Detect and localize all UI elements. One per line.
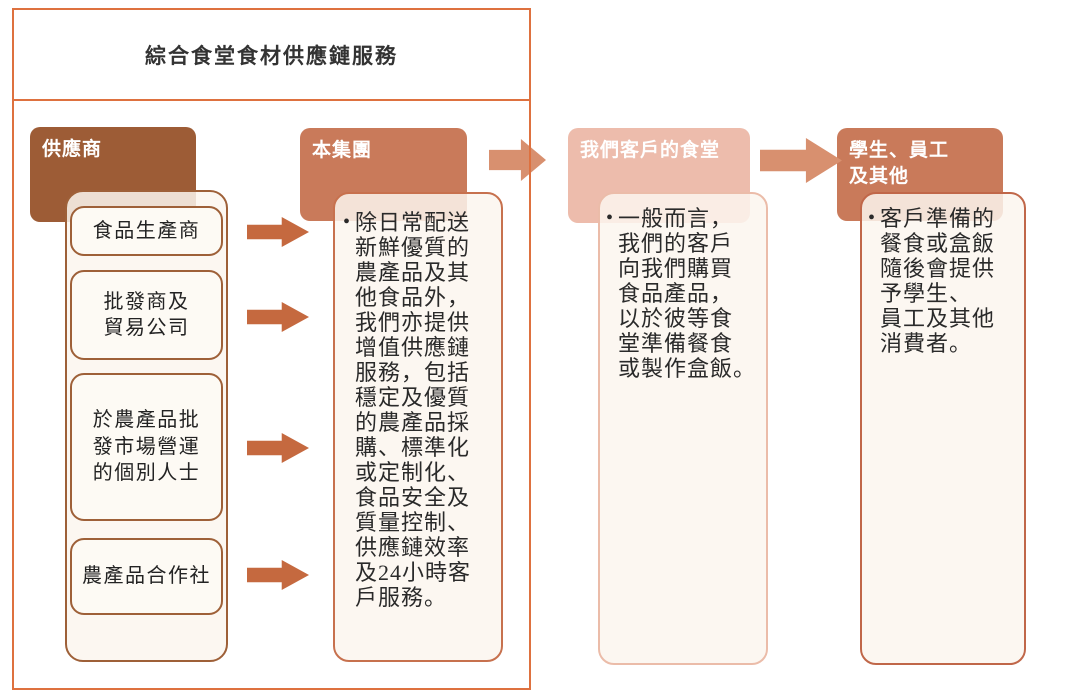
- supplier-item: 批發商及 貿易公司: [70, 270, 223, 360]
- diagram-title: 綜合食堂食材供應鏈服務: [145, 44, 398, 68]
- title-bar: 綜合食堂食材供應鏈服務: [14, 10, 529, 101]
- consumers-note-text: 客戶準備的 餐食或盒飯 隨後會提供 予學生、 員工及其他 消費者。: [880, 206, 996, 356]
- consumers-note-box: • 客戶準備的 餐食或盒飯 隨後會提供 予學生、 員工及其他 消費者。: [860, 192, 1026, 665]
- supplier-item: 食品生產商: [70, 206, 223, 256]
- supplier-item-label: 農產品合作社: [82, 565, 211, 588]
- bullet-icon: •: [343, 211, 351, 233]
- bullet-icon: •: [868, 207, 876, 229]
- supplier-arrow-icon: [247, 433, 309, 463]
- group-to-canteen-arrow-icon: [489, 139, 546, 181]
- canteen-to-consumer-arrow-icon: [760, 138, 842, 183]
- bullet-icon: •: [606, 207, 614, 229]
- supplier-item: 農產品合作社: [70, 538, 223, 615]
- supplier-item: 於農產品批 發市場營運 的個別人士: [70, 373, 223, 521]
- supplier-arrow-icon: [247, 560, 309, 590]
- supplier-arrow-icon: [247, 217, 309, 247]
- suppliers-list: 食品生產商 批發商及 貿易公司 於農產品批 發市場營運 的個別人士 農產品合作社: [65, 190, 228, 662]
- supplier-item-label: 於農產品批 發市場營運 的個別人士: [92, 409, 201, 485]
- group-note-box: • 除日常配送 新鮮優質的 農產品及其 他食品外， 我們亦提供 增值供應鏈 服務…: [333, 192, 503, 662]
- supplier-arrow-icon: [247, 302, 309, 332]
- customer-canteen-note-text: 一般而言， 我們的客戶 向我們購買 食品產品， 以於彼等食 堂準備餐食 或製作盒…: [618, 206, 757, 381]
- group-note-text: 除日常配送 新鮮優質的 農產品及其 他食品外， 我們亦提供 增值供應鏈 服務，包…: [355, 210, 472, 610]
- supplier-item-label: 食品生產商: [92, 219, 201, 242]
- supplier-item-label: 批發商及 貿易公司: [103, 290, 190, 339]
- customer-canteen-note-box: • 一般而言， 我們的客戶 向我們購買 食品產品， 以於彼等食 堂準備餐食 或製…: [598, 192, 768, 665]
